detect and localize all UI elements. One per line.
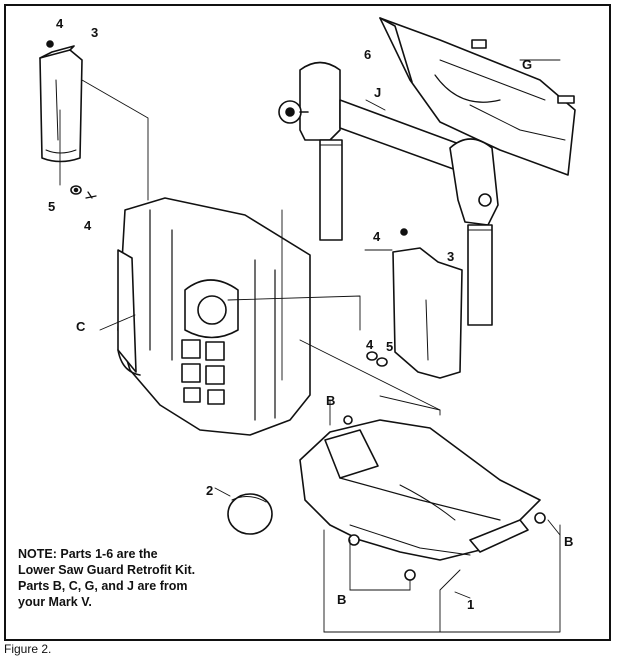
callout-part-3-top: 3 [91,25,99,40]
callout-part-2: 2 [206,483,214,498]
clip-g-upper [471,39,487,49]
leader-lines [59,59,561,633]
callout-part-4-lower: 4 [366,337,374,352]
guard-plate-middle [366,228,463,379]
callout-part-5-lower: 5 [386,339,394,354]
callout-part-4-top: 4 [56,16,64,31]
note-line-2: Lower Saw Guard Retrofit Kit. [18,563,196,577]
rear-mount-plate [379,17,576,176]
callout-part-g: G [522,57,533,72]
callout-part-5-left: 5 [48,199,56,214]
callout-part-b-bottom: B [337,592,347,607]
callout-part-4-left: 4 [84,218,92,233]
callout-part-j: J [374,85,382,100]
screw-icon [400,228,408,236]
note-line-4: your Mark V. [18,595,92,609]
callout-part-4-mid: 4 [373,229,381,244]
callout-part-b-top: B [326,393,336,408]
note-line-3: Parts B, C, G, and J are from [18,579,188,593]
callout-part-1: 1 [467,597,475,612]
clip-g-lower [557,95,575,104]
screw-icon [46,40,54,48]
retrofit-kit-note: NOTE: Parts 1-6 are the Lower Saw Guard … [18,546,233,610]
callout-part-b-right: B [564,534,574,549]
round-plug-2 [227,493,273,535]
callout-part-6: 6 [364,47,372,62]
callout-part-c: C [76,319,86,334]
upper-guard-housing-c [117,197,311,436]
callout-part-3-mid: 3 [447,249,455,264]
guard-plate-top-left [39,40,83,163]
arbor-bracket-j [278,61,499,326]
figure-caption: Figure 2. [4,642,52,656]
washer-nut-left [70,185,97,199]
lower-saw-guard-tray-1 [299,415,546,581]
note-line-1: NOTE: Parts 1-6 are the [18,547,158,561]
